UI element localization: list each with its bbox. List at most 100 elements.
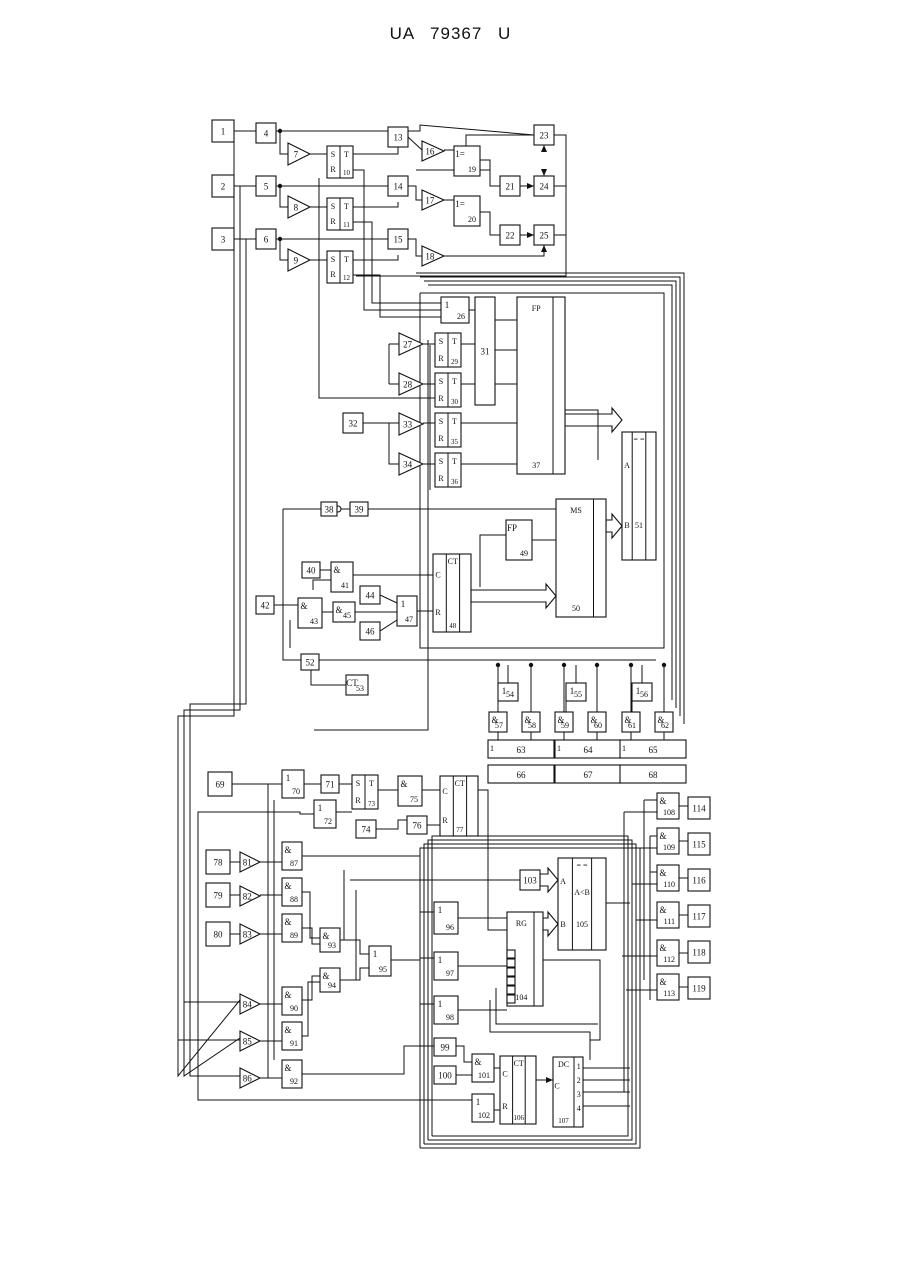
block-number: 46 [366, 627, 376, 637]
block-outline [622, 432, 656, 560]
block-number: 23 [540, 131, 550, 141]
block-symbol: 1 [476, 1097, 481, 1107]
block-symbol: & [333, 565, 340, 575]
block-number: 116 [692, 876, 706, 886]
block-number: 84 [243, 1000, 253, 1010]
block-65: 1 65 [620, 740, 686, 758]
block-46: 46 [360, 622, 380, 640]
block-number: 42 [261, 601, 270, 611]
block-78: 78 [206, 850, 230, 874]
block-symbol: & [284, 1025, 291, 1035]
block-33: 33 [399, 413, 423, 435]
block-35: SRT35 [435, 413, 461, 447]
block-symbol: 1 [318, 803, 323, 813]
block-38: 38 [321, 502, 337, 516]
block-number: 88 [290, 895, 298, 904]
block-number: 93 [328, 941, 336, 950]
block-number: 7 [294, 150, 299, 160]
block-number: 115 [692, 840, 706, 850]
wire [480, 160, 500, 186]
block-number: 69 [216, 780, 226, 790]
block-symbol: 1 [438, 999, 443, 1009]
block-number: 107 [558, 1117, 569, 1125]
block-number: 109 [663, 843, 675, 852]
block-number: 36 [451, 478, 459, 486]
block-95: 195 [369, 946, 391, 976]
block-82: 82 [240, 886, 260, 906]
output-label: 1 [577, 1062, 581, 1071]
block-symbol: FP [507, 523, 517, 533]
junction-dot [278, 184, 282, 188]
block-107: DCC1234107 [553, 1057, 583, 1127]
block-number: 15 [394, 235, 404, 245]
block-3: 3 [212, 228, 234, 250]
block-24: 24 [534, 176, 554, 196]
block-80: 80 [206, 922, 230, 946]
block-83: 83 [240, 924, 260, 944]
block-18: 18 [422, 246, 444, 266]
junction-dot [595, 663, 599, 667]
block-42: 42 [256, 596, 274, 614]
block-symbol: & [659, 831, 666, 841]
junction-dot [529, 663, 533, 667]
bus-arrow [565, 408, 622, 432]
block-119: 119 [688, 977, 710, 999]
block-number: 1 [221, 127, 226, 137]
block-number: 77 [456, 826, 464, 834]
block-number: 108 [663, 808, 675, 817]
block-number: 62 [661, 721, 669, 730]
block-69: 69 [208, 772, 232, 796]
block-118: 118 [688, 941, 710, 963]
block-number: 8 [294, 203, 299, 213]
block-number: 40 [307, 566, 317, 576]
pin-label: C [435, 570, 440, 579]
pin-label: C [502, 1069, 507, 1078]
block-number: 61 [628, 721, 636, 730]
block-symbol: T [452, 377, 457, 386]
pin-label: R [502, 1102, 508, 1111]
block-symbol: FP [532, 304, 541, 313]
block-number: 2 [221, 182, 226, 192]
block-number: 74 [362, 825, 372, 835]
block-91: & 91 [282, 1022, 302, 1050]
block-symbol: 1 [622, 744, 626, 753]
block-number: 26 [457, 312, 465, 321]
pin-label: S [439, 377, 443, 386]
block-70: 170 [282, 770, 304, 798]
block-number: 28 [403, 380, 413, 390]
block-symbol: & [659, 977, 666, 987]
block-outline [517, 297, 565, 474]
wire [408, 239, 422, 256]
arrow-head [541, 145, 547, 152]
pin-label: S [331, 202, 335, 211]
block-number: 13 [394, 133, 404, 143]
block-2: 2 [212, 175, 234, 197]
block-89: &89 [282, 914, 302, 942]
block-number: 65 [649, 745, 659, 755]
block-25: 25 [534, 225, 554, 245]
block-number: 91 [290, 1039, 298, 1048]
wire [198, 812, 472, 1100]
pin-label: S [331, 255, 335, 264]
junction-dot [496, 663, 500, 667]
block-22: 22 [500, 225, 520, 245]
wire [380, 620, 397, 631]
block-outline [556, 499, 606, 617]
block-number: 106 [513, 1114, 524, 1122]
block-number: 101 [478, 1071, 490, 1080]
arrow-head [546, 1077, 553, 1083]
register-cell [507, 968, 515, 976]
block-number: 59 [561, 721, 569, 730]
block-43: &43 [298, 598, 322, 628]
block-number: 111 [664, 917, 675, 926]
block-31: 31 [475, 297, 495, 405]
block-number: 72 [324, 817, 332, 826]
pin-label: R [442, 816, 448, 825]
block-number: 54 [506, 690, 514, 699]
blocks-layer: 123456789SRT10SRT11SRT121314151617181=19… [206, 120, 710, 1127]
block-106: CTCR106 [500, 1056, 536, 1124]
block-16: 16 [422, 141, 444, 161]
block-114: 114 [688, 797, 710, 819]
block-symbol: & [284, 881, 291, 891]
